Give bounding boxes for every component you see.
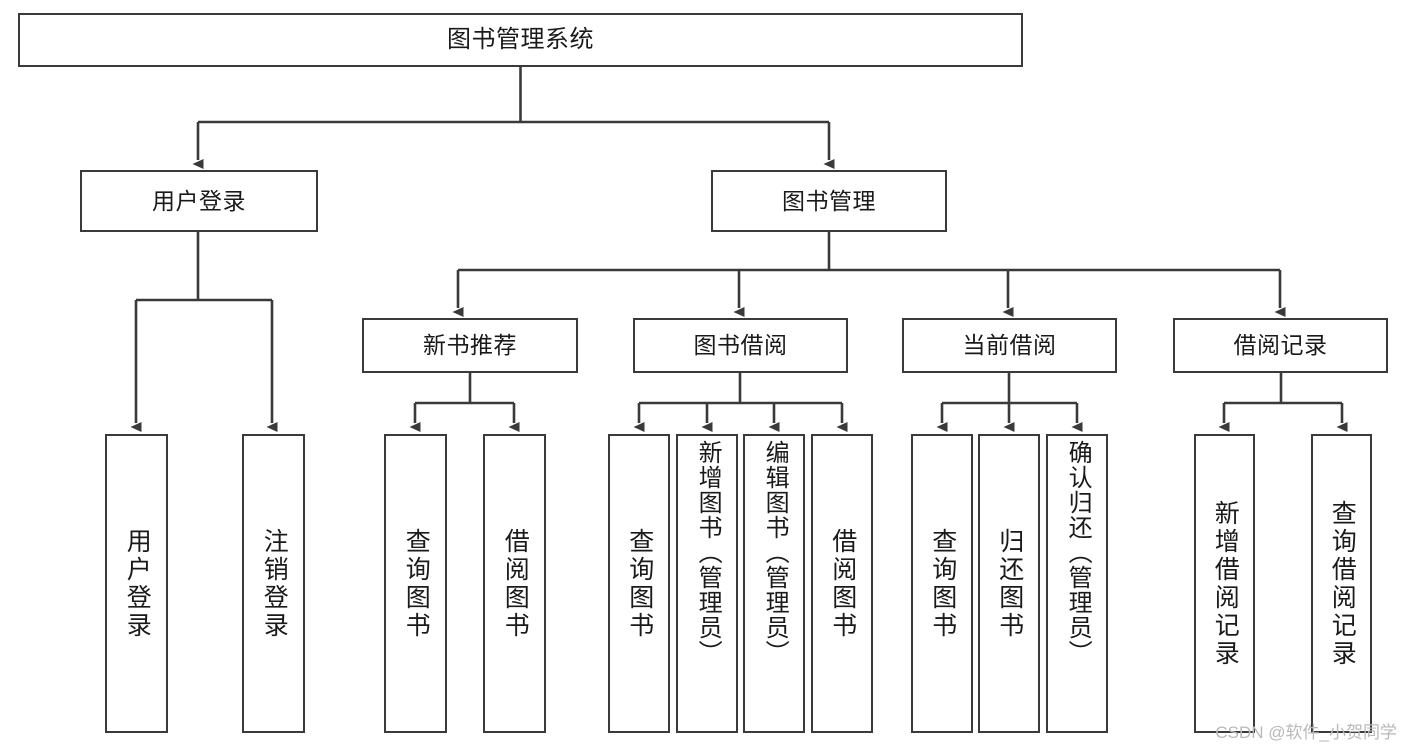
node-leaf-borrow-book-1-label: 借阅图书 — [501, 527, 530, 640]
node-user-login-label: 用户登录 — [152, 187, 246, 214]
node-leaf-user-login[interactable]: 用户登录 — [105, 434, 168, 733]
node-leaf-confirm-return[interactable]: 确认归还（管理员） — [1046, 434, 1108, 733]
node-leaf-query-book-3[interactable]: 查询图书 — [911, 434, 973, 733]
node-leaf-borrow-book-1[interactable]: 借阅图书 — [483, 434, 546, 733]
node-borrow-record-label: 借阅记录 — [1233, 332, 1328, 359]
node-leaf-add-book-label: 新增图书（管理员） — [694, 440, 722, 665]
node-leaf-user-login-label: 用户登录 — [123, 527, 152, 640]
node-leaf-return-book-label: 归还图书 — [995, 527, 1024, 640]
node-leaf-query-record[interactable]: 查询借阅记录 — [1311, 434, 1372, 733]
node-new-book-recommend-label: 新书推荐 — [423, 332, 517, 359]
node-book-manage-label: 图书管理 — [782, 187, 876, 214]
node-leaf-query-book-3-label: 查询图书 — [928, 527, 957, 640]
node-root[interactable]: 图书管理系统 — [18, 13, 1023, 67]
node-leaf-confirm-return-label: 确认归还（管理员） — [1064, 440, 1092, 665]
node-borrow-record[interactable]: 借阅记录 — [1173, 318, 1388, 373]
node-leaf-query-book-2[interactable]: 查询图书 — [608, 434, 670, 733]
node-leaf-add-record[interactable]: 新增借阅记录 — [1194, 434, 1255, 733]
node-book-manage[interactable]: 图书管理 — [711, 170, 947, 232]
node-root-label: 图书管理系统 — [447, 25, 594, 53]
node-current-borrow-label: 当前借阅 — [962, 332, 1057, 359]
node-book-borrow[interactable]: 图书借阅 — [633, 318, 848, 373]
node-current-borrow[interactable]: 当前借阅 — [902, 318, 1117, 373]
node-leaf-logout-label: 注销登录 — [260, 527, 289, 640]
node-new-book-recommend[interactable]: 新书推荐 — [362, 318, 578, 373]
node-book-borrow-label: 图书借阅 — [693, 332, 788, 359]
node-leaf-query-record-label: 查询借阅记录 — [1328, 499, 1357, 668]
node-leaf-query-book-1-label: 查询图书 — [402, 527, 431, 640]
node-leaf-query-book-2-label: 查询图书 — [625, 527, 654, 640]
node-leaf-return-book[interactable]: 归还图书 — [978, 434, 1040, 733]
csdn-watermark: CSDN @软件_小贺同学 — [1215, 723, 1397, 742]
node-leaf-borrow-book-2[interactable]: 借阅图书 — [811, 434, 873, 733]
node-leaf-add-book[interactable]: 新增图书（管理员） — [676, 434, 738, 733]
node-leaf-query-book-1[interactable]: 查询图书 — [384, 434, 447, 733]
node-leaf-add-record-label: 新增借阅记录 — [1211, 499, 1240, 668]
node-leaf-logout[interactable]: 注销登录 — [242, 434, 305, 733]
node-leaf-edit-book-label: 编辑图书（管理员） — [761, 440, 789, 665]
node-leaf-edit-book[interactable]: 编辑图书（管理员） — [743, 434, 805, 733]
node-leaf-borrow-book-2-label: 借阅图书 — [828, 527, 857, 640]
node-user-login[interactable]: 用户登录 — [80, 170, 318, 232]
